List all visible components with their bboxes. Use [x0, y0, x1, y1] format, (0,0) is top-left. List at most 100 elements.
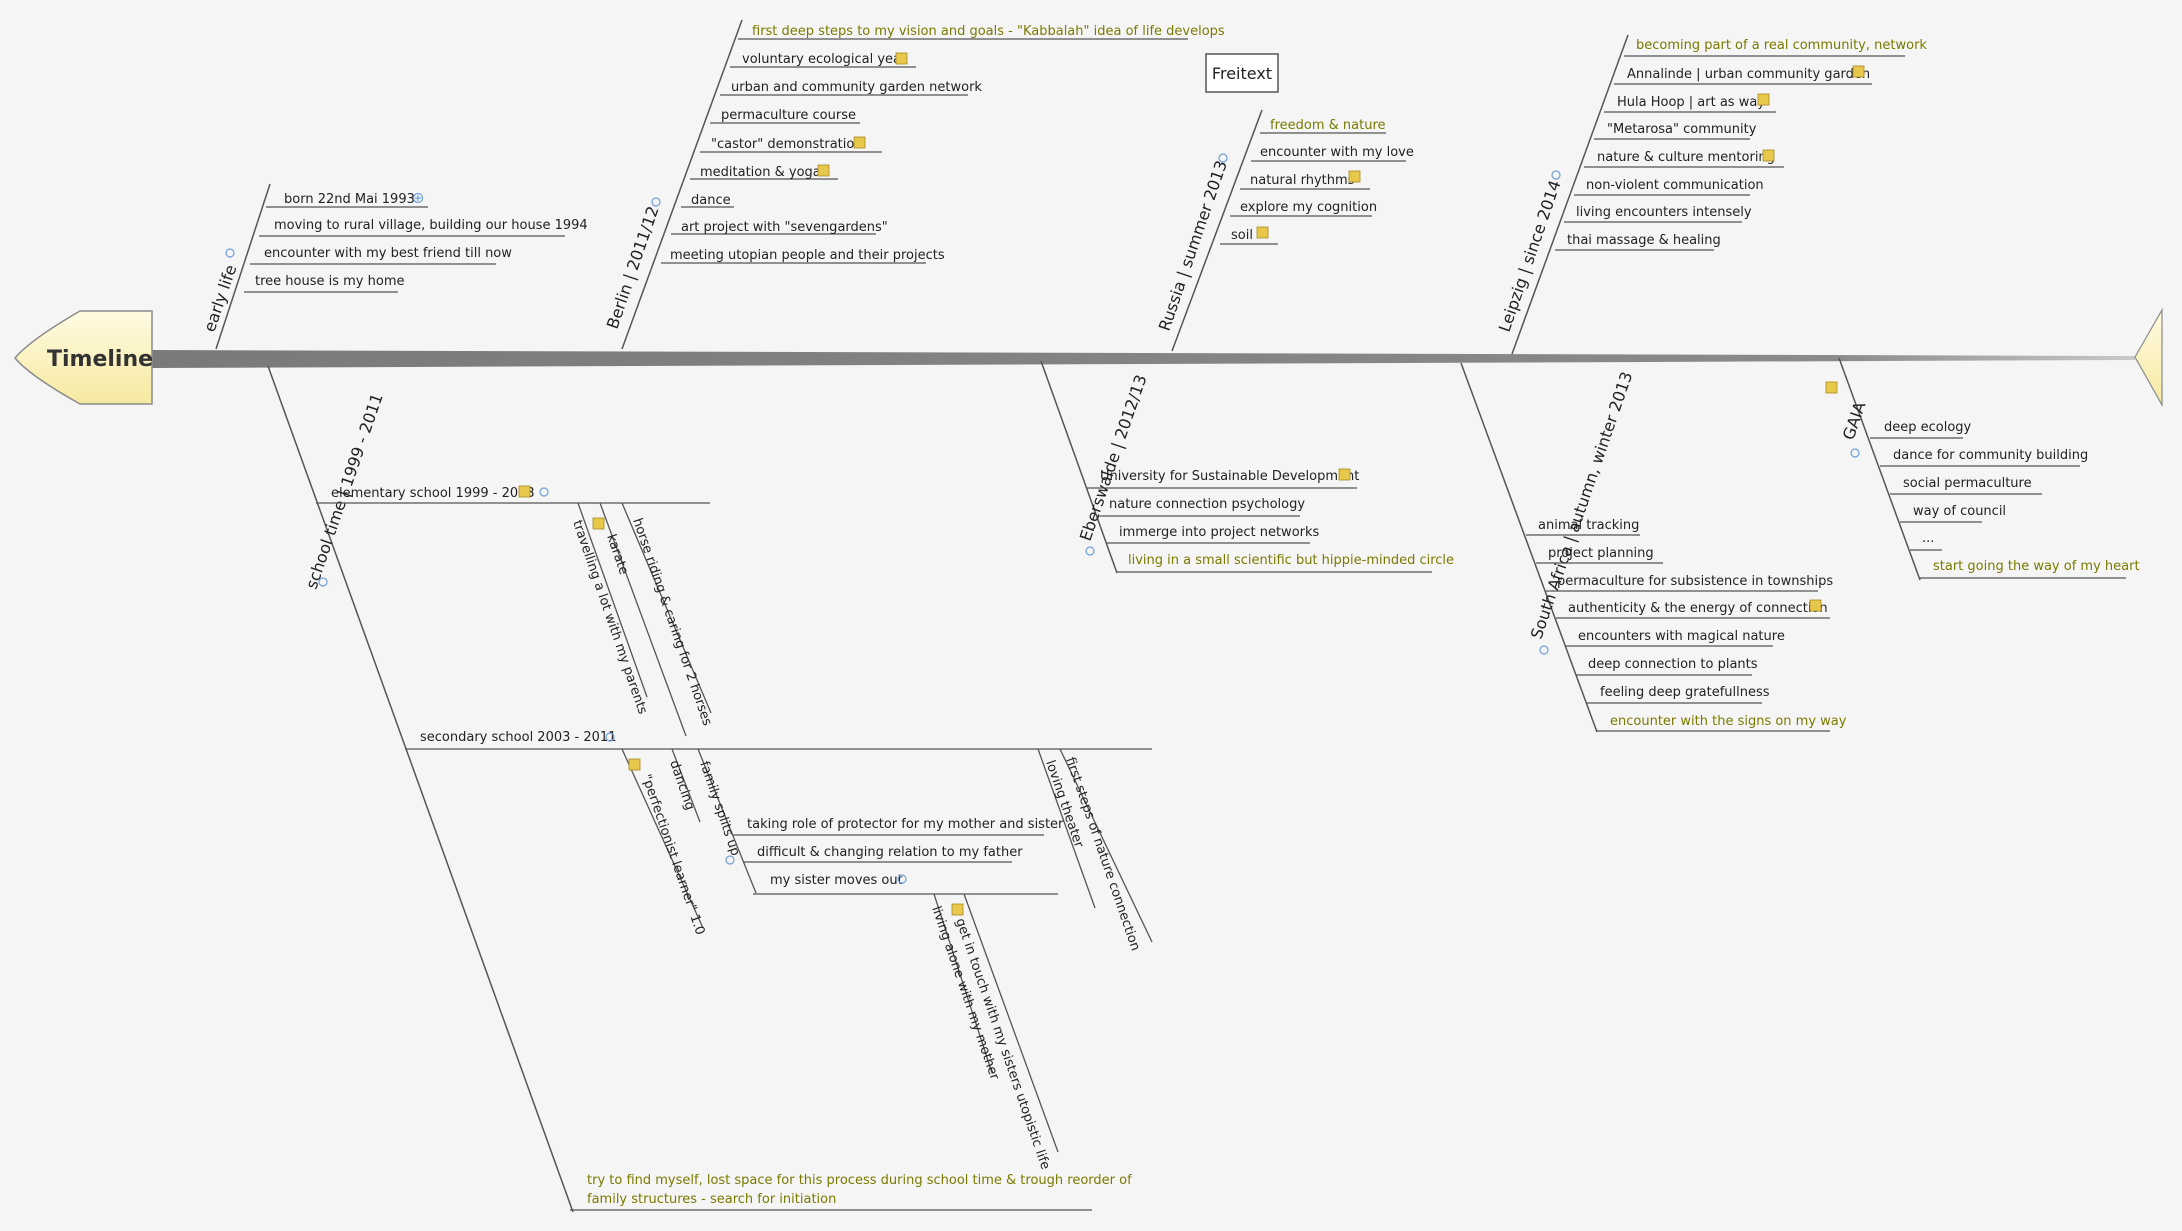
sub-perfectionist: "perfectionist learner" 1.0 [638, 772, 707, 937]
item-animal-tracking: animal tracking [1538, 518, 1639, 533]
item-gratefullness: feeling deep gratefullness [1600, 685, 1770, 700]
item-meditation: meditation & yoga [700, 165, 821, 180]
branch-gaia: GAIA deep ecology dance for community bu… [1825, 357, 2140, 581]
item-annalinde: Annalinde | urban community garden [1627, 67, 1870, 82]
sub-family-splits: family splits up [696, 759, 742, 857]
freitext-box[interactable]: Freitext [1205, 53, 1279, 93]
item-relation-father: difficult & changing relation to my fath… [757, 845, 1023, 860]
expand-icon[interactable] [412, 192, 424, 204]
note-icon[interactable] [895, 52, 908, 65]
note-icon[interactable] [592, 517, 605, 530]
note-icon[interactable] [1757, 93, 1770, 106]
branch-early-life: early life born 22nd Mai 1993 moving to … [200, 183, 588, 350]
item-deep-ecology: deep ecology [1884, 420, 1972, 435]
item-scientific-circle: living in a small scientific but hippie-… [1128, 553, 1454, 568]
branch-label-early-life: early life [200, 262, 241, 334]
item-dance-community: dance for community building [1893, 448, 2088, 463]
item-plants: deep connection to plants [1588, 657, 1758, 672]
branch-south-africa: South Africa | autumn, winter 2013 anima… [1460, 362, 1847, 733]
item-dance: dance [691, 193, 731, 208]
item-encounter-love: encounter with my love [1260, 145, 1414, 160]
note-icon[interactable] [1256, 226, 1269, 239]
item-first-deep-steps: first deep steps to my vision and goals … [752, 24, 1225, 39]
note-icon[interactable] [628, 758, 641, 771]
timeline-spine [150, 350, 2135, 368]
branch-school-time: school time | 1999 - 2011 elementary sch… [267, 365, 1153, 1213]
note-icon[interactable] [1762, 149, 1775, 162]
collapse-icon[interactable] [1539, 645, 1549, 655]
note-icon[interactable] [1348, 170, 1361, 183]
item-way-of-council: way of council [1913, 504, 2006, 519]
item-social-permaculture: social permaculture [1903, 476, 2032, 491]
item-magical-nature: encounters with magical nature [1578, 629, 1785, 644]
bottom-note-line-2: family structures - search for initiatio… [587, 1192, 836, 1207]
collapse-icon[interactable] [725, 855, 735, 865]
item-explore-cognition: explore my cognition [1240, 200, 1377, 215]
item-project-networks: immerge into project networks [1119, 525, 1320, 540]
freitext-label: Freitext [1212, 64, 1272, 83]
item-born: born 22nd Mai 1993 [284, 192, 415, 207]
item-utopian-people: meeting utopian people and their project… [670, 248, 945, 263]
item-community-network: becoming part of a real community, netwo… [1636, 38, 1927, 53]
collapse-icon[interactable] [225, 248, 235, 258]
item-nature-culture: nature & culture mentoring [1597, 150, 1775, 165]
note-icon[interactable] [817, 164, 830, 177]
note-icon[interactable] [518, 485, 531, 498]
sub-dancing: dancing [666, 758, 697, 812]
item-way-of-heart: start going the way of my heart [1933, 559, 2140, 574]
item-elementary: elementary school 1999 - 2003 [331, 486, 535, 501]
note-icon[interactable] [1852, 65, 1865, 78]
branch-label-gaia: GAIA [1839, 399, 1870, 442]
collapse-icon[interactable] [1850, 448, 1860, 458]
branch-berlin: Berlin | 2011/12 first deep steps to my … [603, 19, 1225, 350]
note-icon[interactable] [1338, 468, 1351, 481]
branch-label-berlin: Berlin | 2011/12 [603, 204, 663, 332]
branch-label-leipzig: Leipzig | since 2014 [1495, 178, 1565, 335]
item-permaculture-townships: permaculture for subsistence in township… [1557, 574, 1833, 589]
collapse-icon[interactable] [539, 487, 549, 497]
sub-nature-connection: first steps of nature connection [1062, 755, 1142, 952]
note-icon[interactable] [853, 136, 866, 149]
item-living-encounters: living encounters intensely [1576, 205, 1752, 220]
sub-karate: karate [603, 532, 631, 576]
item-signs: encounter with the signs on my way [1610, 714, 1847, 729]
branch-label-russia: Russia | summer 2013 [1155, 158, 1231, 333]
collapse-icon[interactable] [651, 197, 661, 207]
item-project-planning: project planning [1548, 546, 1654, 561]
item-authenticity: authenticity & the energy of connection [1568, 601, 1828, 616]
item-urban-garden: urban and community garden network [731, 80, 982, 95]
item-freedom-nature: freedom & nature [1270, 118, 1386, 133]
note-icon[interactable] [951, 903, 964, 916]
note-icon[interactable] [1809, 599, 1822, 612]
item-castor: "castor" demonstration [711, 137, 863, 152]
item-best-friend: encounter with my best friend till now [264, 246, 512, 261]
collapse-icon[interactable] [1218, 153, 1228, 163]
item-metarosa: "Metarosa" community [1607, 122, 1757, 137]
item-soil: soil [1231, 228, 1253, 243]
collapse-icon[interactable] [897, 874, 907, 884]
item-natural-rhythms: natural rhythms [1250, 173, 1355, 188]
collapse-icon[interactable] [605, 732, 615, 742]
collapse-icon[interactable] [1085, 546, 1095, 556]
item-ellipsis: ... [1922, 531, 1934, 546]
collapse-icon[interactable] [1551, 170, 1561, 180]
item-art-project: art project with "sevengardens" [681, 220, 888, 235]
branch-leipzig: Leipzig | since 2014 becoming part of a … [1495, 34, 1927, 355]
item-protector: taking role of protector for my mother a… [747, 817, 1064, 832]
item-sister-moves: my sister moves out [770, 873, 903, 888]
item-nature-psychology: nature connection psychology [1109, 497, 1305, 512]
bottom-note-line-1: try to find myself, lost space for this … [587, 1173, 1132, 1188]
item-nonviolent: non-violent communication [1586, 178, 1764, 193]
branch-label-eberswalde: Eberswalde | 2012/13 [1076, 372, 1151, 543]
item-secondary: secondary school 2003 - 2011 [420, 730, 616, 745]
note-icon[interactable] [1825, 381, 1838, 394]
timeline-tail [2134, 307, 2163, 408]
item-moving: moving to rural village, building our ho… [274, 218, 588, 233]
collapse-icon[interactable] [318, 577, 328, 587]
branch-russia: Russia | summer 2013 freedom & nature en… [1155, 109, 1414, 352]
item-hula-hoop: Hula Hoop | art as way [1617, 95, 1765, 110]
timeline-head[interactable]: Timeline [14, 310, 153, 405]
branch-eberswalde: Eberswalde | 2012/13 University for Sust… [1040, 360, 1454, 574]
sub-sisters-utopistic: get in touch with my sisters utopistic l… [952, 916, 1052, 1171]
